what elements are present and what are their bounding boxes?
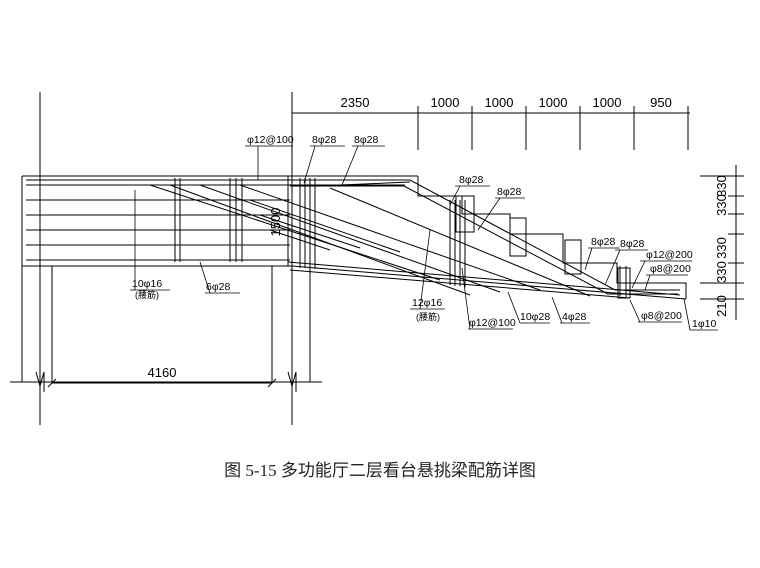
label-waist-left: 10φ16 — [132, 278, 162, 290]
dim-top-2: 1000 — [431, 95, 460, 110]
embedded-blocks — [455, 195, 631, 299]
label-bottom-mid: 10φ28 — [520, 311, 550, 323]
dim-top-5: 1000 — [593, 95, 622, 110]
beam-outline — [21, 175, 687, 300]
leader-lines — [130, 145, 718, 331]
span-dimension — [47, 378, 277, 388]
label-waist-mid: 12φ16 — [412, 297, 442, 309]
label-stirrup-mid: φ12@100 — [469, 317, 516, 329]
label-bar-mid-a: 8φ28 — [459, 174, 483, 186]
height-dimension — [283, 175, 293, 267]
top-dimension-chain — [291, 106, 690, 150]
dim-right-1: 330 — [714, 175, 729, 197]
figure-caption: 图 5-15 多功能厅二层看台悬挑梁配筋详图 — [224, 461, 536, 480]
dim-top-1: 2350 — [341, 95, 370, 110]
dim-right-3: 330 — [714, 237, 729, 259]
right-dimension-chain — [700, 165, 744, 320]
stirrups — [174, 178, 627, 297]
bent-up-bars — [149, 184, 591, 297]
label-stirrup-tip: φ8@200 — [641, 310, 682, 322]
label-bottom-left: 6φ28 — [206, 281, 230, 293]
dim-right-5: 210 — [714, 295, 729, 317]
wall-supports — [10, 265, 322, 392]
dim-right-4: 330 — [714, 261, 729, 283]
dim-top-6: 950 — [650, 95, 672, 110]
dim-height: 1500 — [268, 208, 283, 237]
dim-span: 4160 — [148, 365, 177, 380]
dim-top-3: 1000 — [485, 95, 514, 110]
dim-top-4: 1000 — [539, 95, 568, 110]
label-waist-mid-note: (腰筋) — [416, 311, 440, 322]
label-stirrup-left: φ12@100 — [247, 134, 294, 146]
label-waist-left-note: (腰筋) — [135, 289, 159, 300]
label-bar-top-b: 8φ28 — [354, 134, 378, 146]
label-bar-right-a: 8φ28 — [591, 236, 615, 248]
label-stirrup-right-a: φ12@200 — [646, 249, 693, 261]
label-bar-mid-b: 8φ28 — [497, 186, 521, 198]
longitudinal-bars — [26, 179, 681, 299]
label-tip-bar: 1φ10 — [692, 318, 716, 330]
label-bar-right-b: 8φ28 — [620, 238, 644, 250]
label-bottom-right: 4φ28 — [562, 311, 586, 323]
dim-right-2: 330 — [714, 194, 729, 216]
label-bar-top-a: 8φ28 — [312, 134, 336, 146]
label-stirrup-right-b: φ8@200 — [650, 263, 691, 275]
